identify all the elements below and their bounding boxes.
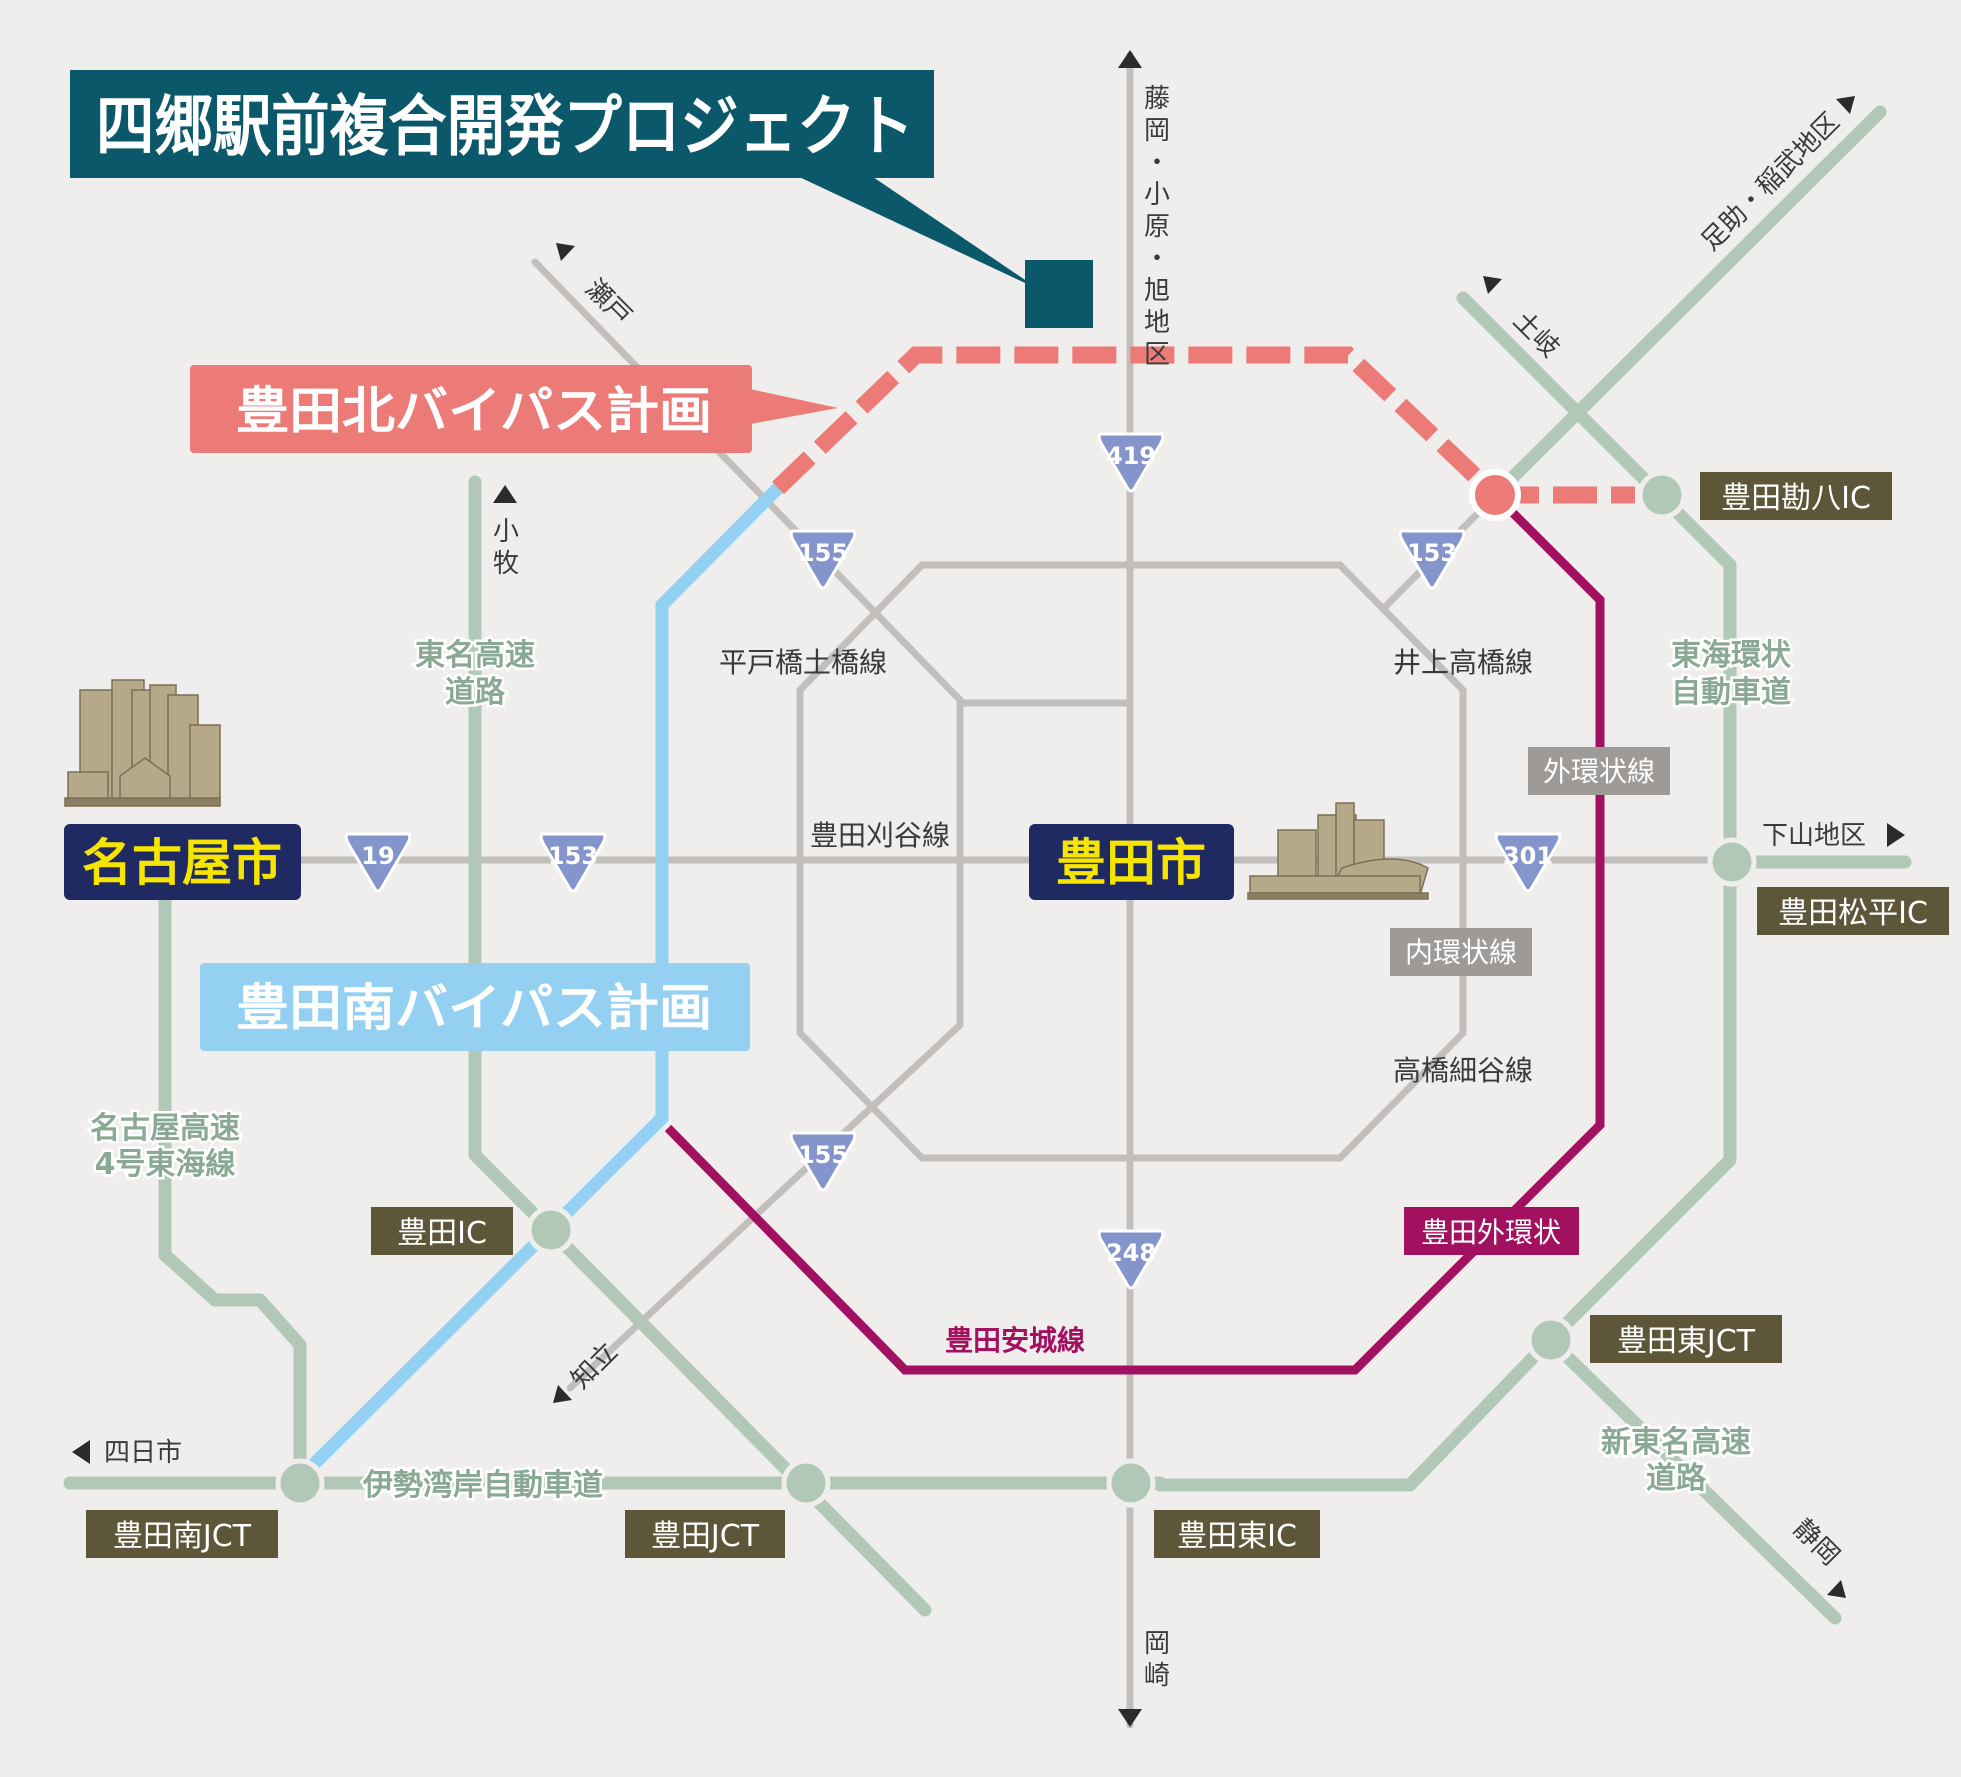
project-site-marker[interactable] bbox=[1025, 260, 1093, 328]
route-shield-301: 301 bbox=[1494, 832, 1562, 893]
route-shields: 419 155 153 19 153 301 155 248 bbox=[344, 432, 1562, 1290]
dir-shimoyama: 下山地区 bbox=[1762, 821, 1866, 851]
jct-dot-higashi-ic[interactable] bbox=[1106, 1458, 1156, 1508]
route-number: 155 bbox=[798, 539, 848, 567]
ic-minami-jct[interactable]: 豊田南JCT bbox=[113, 1519, 252, 1554]
road-shin-tomei bbox=[1543, 1333, 1842, 1625]
dir-seto: 瀬戸 bbox=[579, 274, 637, 332]
expressways bbox=[63, 105, 1912, 1625]
arrow-nw-icon bbox=[556, 243, 575, 261]
label-soto-kanjo: 外環状線 bbox=[1543, 755, 1655, 788]
ic-labels: 豊田勘八IC 豊田松平IC 豊田IC 豊田東JCT 豊田南JCT 豊田JCT 豊… bbox=[86, 472, 1949, 1558]
nagoya-city-box bbox=[64, 824, 301, 900]
route-shield-419: 419 bbox=[1097, 432, 1165, 493]
nagoya-city-label: 名古屋市 bbox=[82, 834, 282, 892]
south-bypass-label-box bbox=[200, 963, 750, 1051]
south-bypass-route bbox=[295, 483, 783, 1483]
route-number: 153 bbox=[548, 842, 598, 870]
road-seto-chiryu-upper bbox=[531, 258, 964, 704]
dir-komaki: 小牧 bbox=[493, 517, 519, 579]
jct-dot-matsudaira[interactable] bbox=[1707, 837, 1757, 887]
route-number: 301 bbox=[1503, 842, 1553, 870]
local-road-labels: 平戸橋土橋線 井上高橋線 豊田刈谷線 高橋細谷線 bbox=[719, 646, 1533, 1087]
arrow-sw-icon bbox=[553, 1385, 572, 1403]
arrow-up-icon bbox=[1118, 50, 1142, 68]
route-number: 153 bbox=[1407, 539, 1457, 567]
route-shield-153: 153 bbox=[1398, 529, 1466, 590]
dir-okazaki: 岡崎 bbox=[1144, 1629, 1170, 1691]
ic-kanpachi[interactable]: 豊田勘八IC bbox=[1721, 481, 1871, 516]
route-number: 155 bbox=[798, 1141, 848, 1169]
road-tomei bbox=[468, 475, 932, 1617]
ic-matsudaira[interactable]: 豊田松平IC bbox=[1778, 896, 1928, 931]
ic-higashi-jct[interactable]: 豊田東JCT bbox=[1617, 1324, 1756, 1359]
project-title: 四郷駅前複合開発プロジェクト bbox=[96, 88, 914, 165]
nagoya-skyline-icon bbox=[64, 679, 221, 807]
route-shield-248: 248 bbox=[1097, 1229, 1165, 1290]
south-bypass-label: 豊田南バイパス計画 bbox=[236, 979, 712, 1037]
label-soto-kanjo-toyota: 豊田外環状 bbox=[1421, 1216, 1561, 1249]
ic-jct[interactable]: 豊田JCT bbox=[651, 1519, 760, 1554]
arrow-se-icon bbox=[1827, 1580, 1846, 1598]
north-bypass-junction[interactable] bbox=[1469, 469, 1521, 521]
jct-dot-minami-jct[interactable] bbox=[275, 1458, 325, 1508]
dir-shizuoka: 静岡 bbox=[1787, 1514, 1845, 1572]
label-hirato: 平戸橋土橋線 bbox=[719, 646, 887, 679]
route-shield-153: 153 bbox=[539, 832, 607, 893]
dir-asuke: 足助・稲武地区 bbox=[1696, 107, 1846, 257]
arrow-left-icon bbox=[72, 1440, 90, 1464]
inner-ring-road bbox=[796, 561, 1467, 1162]
label-kariya: 豊田刈谷線 bbox=[810, 819, 950, 852]
route-number: 19 bbox=[361, 842, 394, 870]
direction-arrows bbox=[72, 50, 1905, 1727]
jct-dot-higashi-jct[interactable] bbox=[1526, 1315, 1576, 1365]
jct-dot-jct[interactable] bbox=[781, 1458, 831, 1508]
ic-toyota[interactable]: 豊田IC bbox=[397, 1216, 487, 1251]
road-tokai-kanjo bbox=[1153, 291, 1737, 1492]
junctions bbox=[275, 470, 1757, 1508]
arrow-nw-icon bbox=[1483, 276, 1502, 294]
title-banner bbox=[70, 70, 934, 178]
route-number: 248 bbox=[1106, 1239, 1156, 1267]
road-nagoya-4 bbox=[158, 873, 307, 1487]
label-takahashi: 高橋細谷線 bbox=[1393, 1054, 1533, 1087]
route-shield-155: 155 bbox=[789, 529, 857, 590]
label-uchi-kanjo: 内環状線 bbox=[1405, 936, 1517, 969]
north-bypass-pointer bbox=[745, 388, 838, 425]
dir-yokkaichi: 四日市 bbox=[104, 1438, 182, 1468]
toyota-city-label: 豊田市 bbox=[1056, 834, 1206, 892]
label-isewan: 伊勢湾岸自動車道 bbox=[362, 1468, 603, 1503]
north-bypass-label: 豊田北バイパス計画 bbox=[236, 382, 712, 440]
route-shield-155: 155 bbox=[789, 1131, 857, 1192]
road-asuke bbox=[1488, 105, 1887, 502]
label-anjo: 豊田安城線 bbox=[945, 1324, 1085, 1357]
arrow-down-icon bbox=[1118, 1709, 1142, 1727]
route-shield-19: 19 bbox=[344, 832, 412, 893]
dir-fujioka: 藤岡・小原・旭地区 bbox=[1144, 84, 1170, 370]
route-number: 419 bbox=[1106, 442, 1156, 470]
north-bypass-label-box bbox=[190, 365, 752, 453]
label-tomei: 東名高速道路 bbox=[415, 638, 535, 710]
toyota-stadium-icon bbox=[1247, 802, 1429, 900]
label-tokai-kanjo: 東海環状自動車道 bbox=[1671, 638, 1792, 710]
jct-dot-toyota-ic[interactable] bbox=[526, 1205, 576, 1255]
project-pointer bbox=[795, 175, 1040, 290]
label-shin-tomei: 新東名高速道路 bbox=[1601, 1425, 1751, 1496]
arrow-right-icon bbox=[1887, 823, 1905, 847]
label-inoue: 井上高橋線 bbox=[1393, 646, 1533, 679]
ic-higashi-ic[interactable]: 豊田東IC bbox=[1177, 1519, 1297, 1554]
toyota-city-box bbox=[1029, 824, 1234, 900]
jct-dot-kanpachi[interactable] bbox=[1637, 470, 1687, 520]
road-hirato-chiryu bbox=[566, 696, 964, 1392]
arrow-ne-icon bbox=[1836, 96, 1855, 114]
arrow-up-icon bbox=[493, 485, 517, 503]
